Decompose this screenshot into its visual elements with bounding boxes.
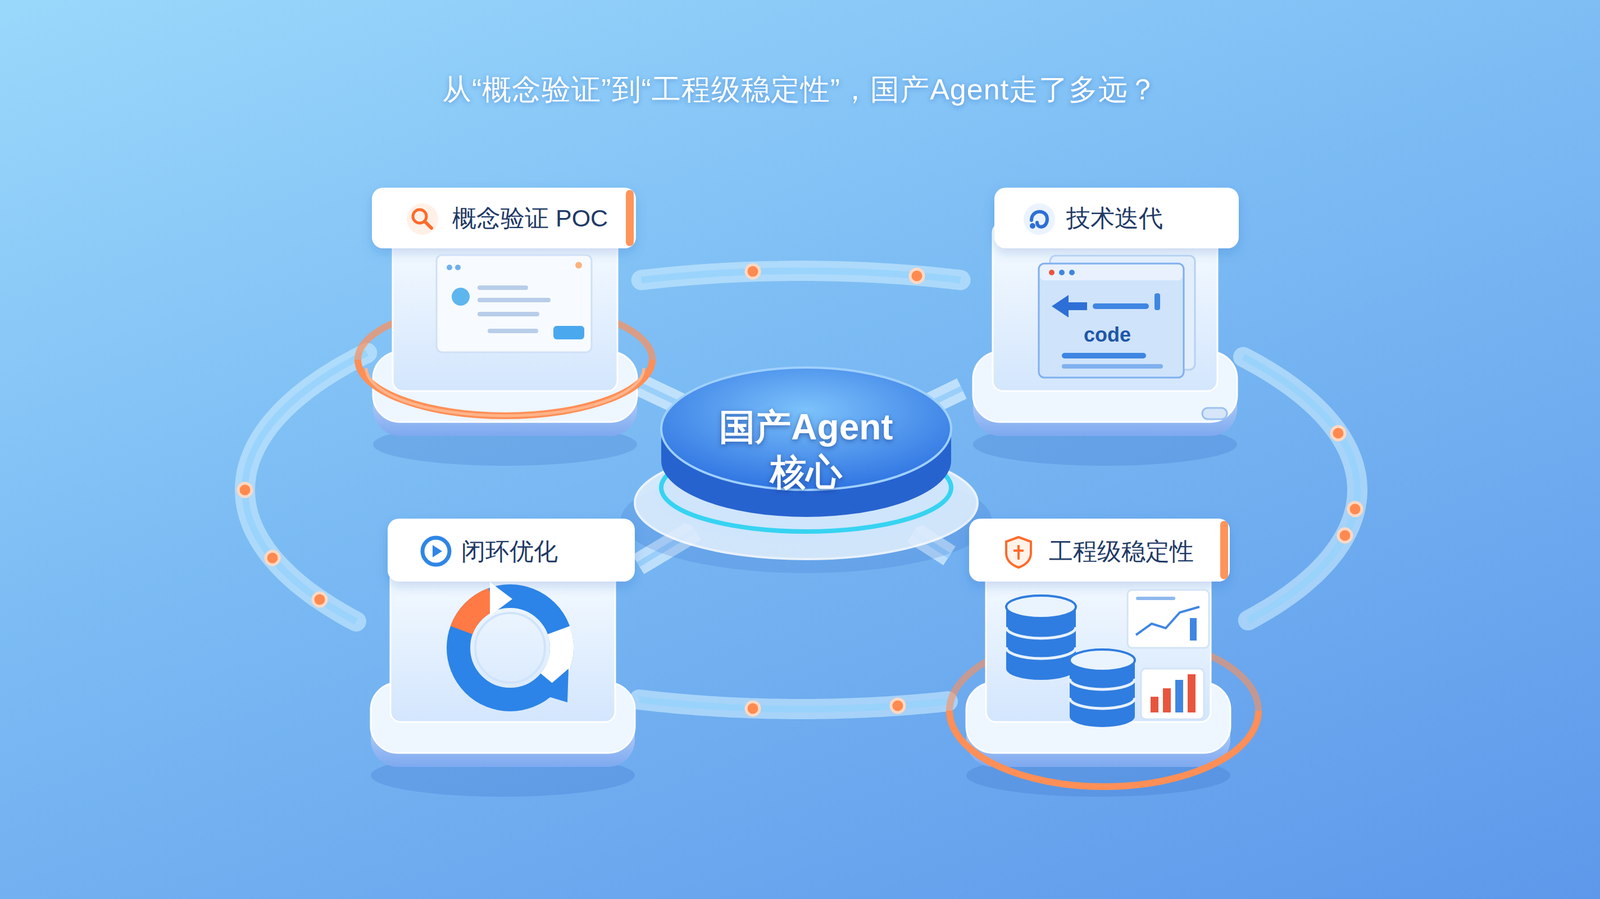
stage-label: 闭环优化: [461, 534, 558, 568]
iteration-card-art: [973, 187, 1239, 466]
poc-card-art: [357, 187, 653, 466]
stage-card: 闭环优化: [357, 508, 639, 790]
core-disc: 国产Agent 核心: [646, 370, 967, 557]
ring-connector: [1243, 356, 1358, 621]
stage-card: 技术迭代: [961, 183, 1243, 459]
stability-card-art: [949, 518, 1259, 797]
connector-tube: [1243, 356, 1358, 621]
connector-line: [1243, 356, 1358, 621]
core-label: 国产Agent 核心: [710, 404, 903, 495]
stage-label: 技术迭代: [1066, 201, 1163, 235]
core-disc-art: [620, 367, 992, 574]
stage-label: 工程级稳定性: [1048, 534, 1194, 568]
illustration-label: code: [1083, 323, 1131, 347]
stage-card: 概念验证 POC: [367, 183, 641, 459]
connector-line: [244, 352, 367, 622]
stage-card: 工程级稳定性: [949, 508, 1248, 795]
connector-tube: [244, 352, 367, 622]
stage-label: 概念验证 POC: [452, 201, 608, 235]
diagram-title: 从“概念验证”到“工程级稳定性”，国产Agent走了多远？: [0, 70, 1600, 108]
loop-card-art: [370, 518, 635, 797]
ring-connector: [244, 352, 367, 622]
